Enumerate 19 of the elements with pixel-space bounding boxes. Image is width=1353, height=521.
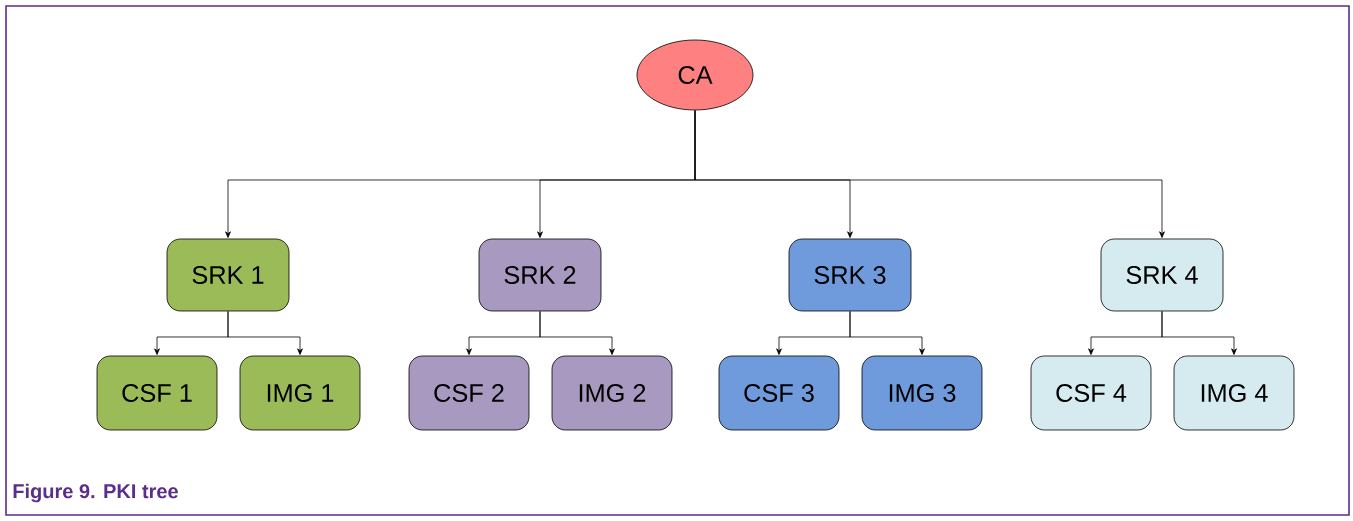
arrow <box>849 311 925 355</box>
ellipse-node: CA <box>636 39 754 111</box>
arrow <box>539 311 615 355</box>
rounded-box: SRK 3 <box>788 238 912 312</box>
rounded-box: IMG 1 <box>239 355 361 431</box>
rounded-box: SRK 2 <box>478 238 602 312</box>
rounded-box: SRK 1 <box>166 238 290 312</box>
rounded-box: CSF 2 <box>408 355 530 431</box>
rounded-box: SRK 4 <box>1100 238 1224 312</box>
rounded-box: CSF 1 <box>96 355 218 431</box>
caption: Figure 9. PKI tree <box>13 483 178 503</box>
rounded-box: CSF 4 <box>1030 355 1152 431</box>
rounded-box: IMG 2 <box>551 355 673 431</box>
arrow <box>694 110 1165 238</box>
rounded-box: IMG 4 <box>1173 355 1295 431</box>
arrow <box>227 311 303 355</box>
arrow <box>1161 311 1237 355</box>
rounded-box: CSF 3 <box>718 355 840 431</box>
rounded-box: IMG 3 <box>861 355 983 431</box>
